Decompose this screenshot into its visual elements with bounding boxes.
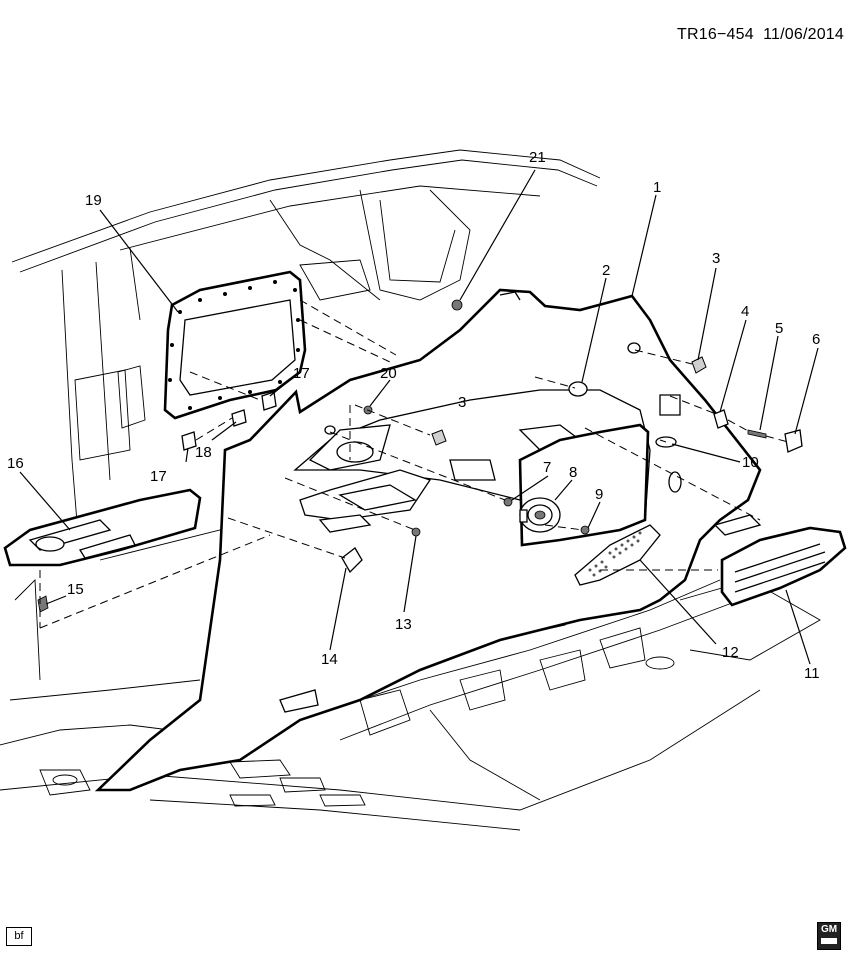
- gm-logo: GM: [817, 922, 841, 950]
- callout-2: 2: [602, 262, 610, 279]
- nut-3a: [691, 356, 707, 374]
- screw-13: [411, 527, 421, 537]
- fasteners: [37, 299, 803, 613]
- gm-logo-text: GM: [820, 924, 838, 935]
- nut-21: [451, 299, 463, 311]
- document-reference: TR16−454 11/06/2014: [677, 26, 844, 44]
- callout-3b: 3: [458, 394, 466, 411]
- callout-16: 16: [7, 455, 24, 472]
- screw-5: [747, 429, 767, 439]
- leader-lines: [19, 169, 819, 665]
- callout-9: 9: [595, 486, 603, 503]
- callout-4: 4: [741, 303, 749, 320]
- callout-13: 13: [395, 616, 412, 633]
- trim-frame: [163, 270, 307, 420]
- assembly-lines: [39, 299, 789, 629]
- callout-3a: 3: [712, 250, 720, 267]
- callout-1: 1: [653, 179, 661, 196]
- callout-14: 14: [321, 651, 338, 668]
- callout-19: 19: [85, 192, 102, 209]
- callout-17a: 17: [150, 468, 167, 485]
- callout-18: 18: [195, 444, 212, 461]
- callout-6: 6: [812, 331, 820, 348]
- nut-7: [503, 497, 513, 507]
- speaker: [519, 497, 561, 533]
- clip-14: [341, 547, 363, 574]
- clip-17a: [181, 431, 197, 451]
- clip-17b: [261, 391, 277, 411]
- gm-logo-bar: [821, 938, 837, 944]
- nut-3b: [431, 429, 447, 446]
- callout-7: 7: [543, 459, 551, 476]
- callout-5: 5: [775, 320, 783, 337]
- callout-15: 15: [67, 581, 84, 598]
- callout-8: 8: [569, 464, 577, 481]
- callout-20: 20: [380, 365, 397, 382]
- clip-6: [784, 429, 803, 453]
- armrest-trim: [3, 488, 202, 567]
- vent-grille: [720, 526, 847, 607]
- push-pin-2: [568, 381, 588, 397]
- doc-ref-number: TR16−454: [677, 26, 754, 43]
- doc-date: 11/06/2014: [763, 26, 844, 43]
- callout-11: 11: [804, 665, 820, 682]
- callout-labels: 1 2 3 3 4 5 6 7 8 9 10 11 12 13 14 15 16…: [7, 149, 820, 682]
- callout-10: 10: [742, 454, 759, 471]
- callout-21: 21: [529, 149, 546, 166]
- callout-12: 12: [722, 644, 739, 661]
- bf-label: bf: [6, 927, 32, 946]
- callout-17b: 17: [293, 365, 310, 382]
- screw-9: [580, 525, 590, 535]
